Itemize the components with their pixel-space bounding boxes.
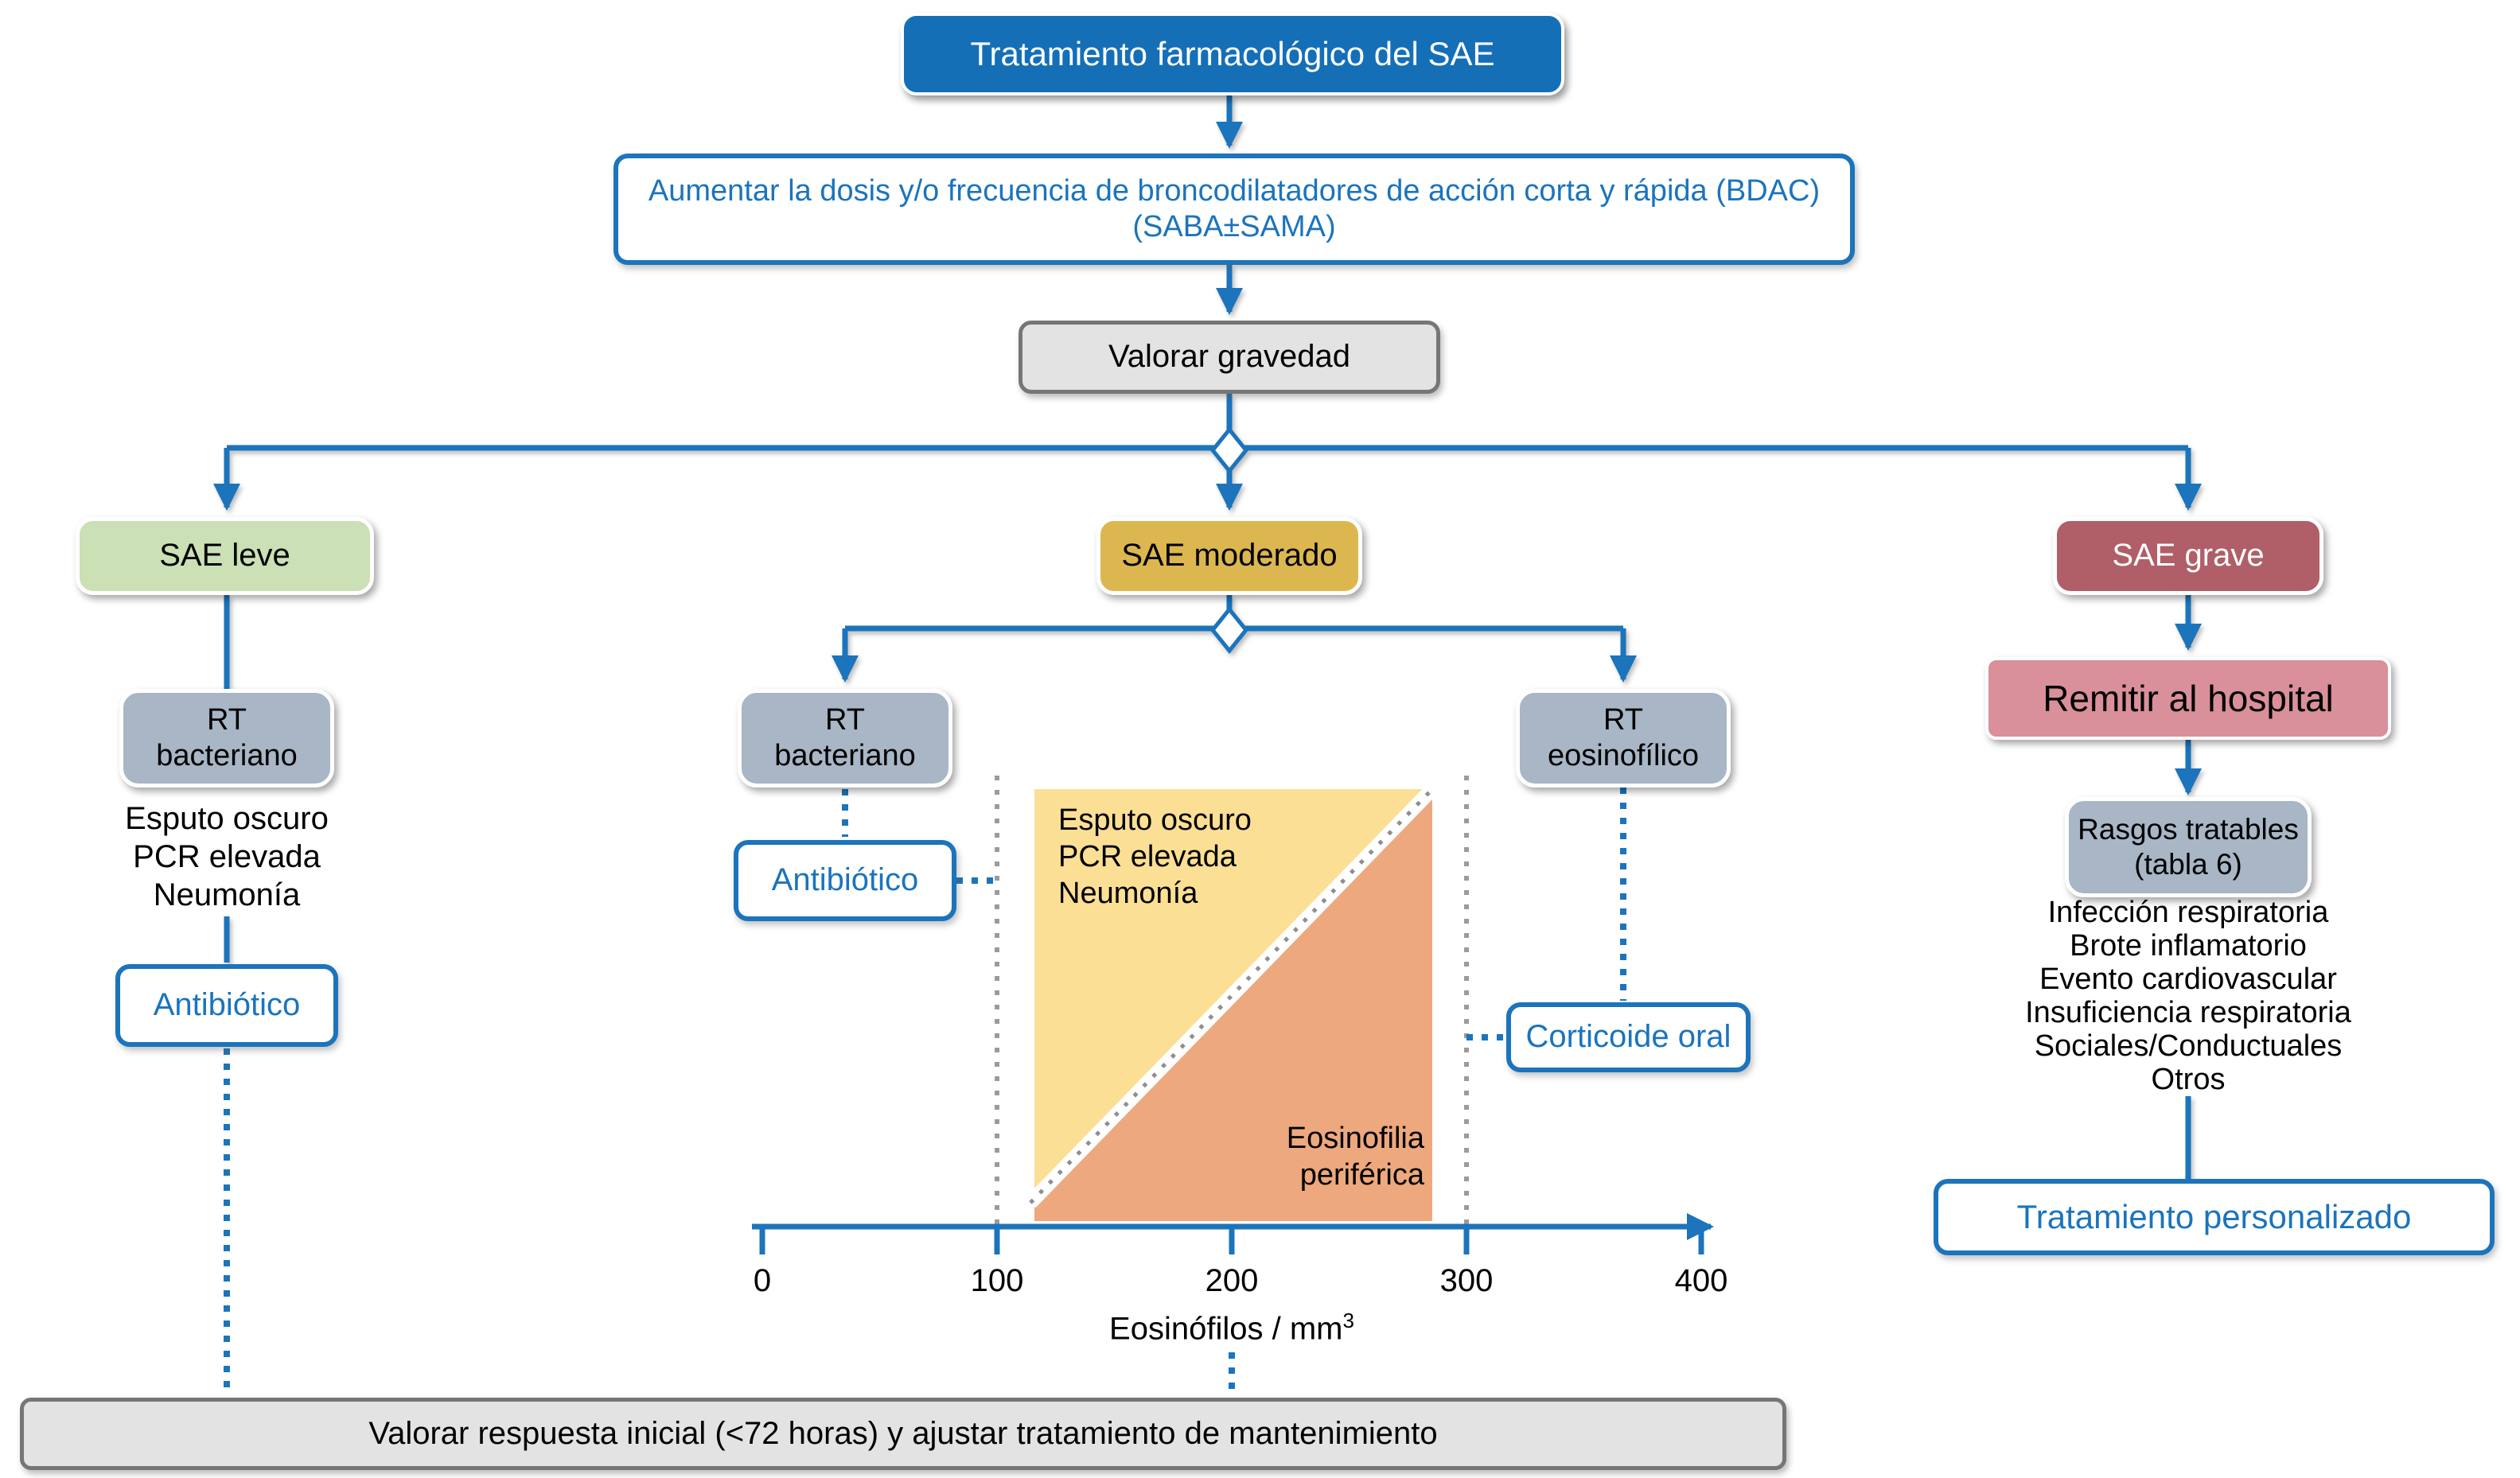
trait-item: Otros <box>2151 1063 2226 1096</box>
oral-corticosteroid-label: Corticoide oral <box>1525 1019 1731 1055</box>
axis-tick-300: 300 <box>1439 1263 1494 1298</box>
personalized-treatment-box: Tratamiento personalizado <box>1934 1179 2495 1255</box>
trait-item: Sociales/Conductuales <box>2034 1029 2343 1063</box>
sae-grave-label: SAE grave <box>2112 538 2265 574</box>
criteria-item: PCR elevada <box>133 839 321 874</box>
zone-label-line: PCR elevada <box>1058 840 1237 873</box>
antibiotic-mid-label: Antibiótico <box>771 862 919 898</box>
rt-left-line2: bacteriano <box>156 739 298 772</box>
sae-leve-box: SAE leve <box>76 517 374 595</box>
rt-left-line1: RT <box>207 703 247 737</box>
bacterial-zone-label: Esputo oscuro PCR elevada Neumonía <box>1058 802 1252 912</box>
threshold-lines <box>995 776 1469 1243</box>
axis-title: Eosinófilos / mm3 <box>1109 1309 1354 1348</box>
antibiotic-mid-box: Antibiótico <box>734 840 956 921</box>
traits-line1: Rasgos tratables <box>2078 813 2299 846</box>
page-title: Tratamiento farmacológico del SAE <box>970 35 1495 73</box>
rt-mid-line1: RT <box>825 703 865 737</box>
trait-item: Brote inflamatorio <box>2070 929 2307 963</box>
axis-tick-0: 0 <box>753 1263 772 1298</box>
rt-bacteriano-mid-box: RT bacteriano <box>738 689 952 788</box>
zone-label-line: Esputo oscuro <box>1058 803 1252 837</box>
trait-item: Insuficiencia respiratoria <box>2025 996 2351 1029</box>
axis-tick-400: 400 <box>1674 1263 1728 1298</box>
axis-title-sup: 3 <box>1342 1309 1354 1332</box>
sae-grave-box: SAE grave <box>2053 517 2323 595</box>
criteria-item: Esputo oscuro <box>125 801 329 836</box>
treatable-traits-box: Rasgos tratables (tabla 6) <box>2065 797 2312 897</box>
refer-hospital-label: Remitir al hospital <box>2043 677 2334 719</box>
solid-connectors <box>213 95 2202 1179</box>
zone-label-line: Eosinofilia <box>1286 1122 1424 1155</box>
rt-eosinofilico-box: RT eosinofílico <box>1516 689 1731 788</box>
antibiotic-left-label: Antibiótico <box>153 987 301 1023</box>
title-box: Tratamiento farmacológico del SAE <box>901 13 1564 95</box>
zone-label-line: Neumonía <box>1058 877 1198 910</box>
antibiotic-left-box: Antibiótico <box>115 964 338 1047</box>
trait-item: Evento cardiovascular <box>2039 963 2337 996</box>
zone-label-line: periférica <box>1299 1158 1424 1192</box>
rt-bacteriano-left-box: RT bacteriano <box>119 689 334 788</box>
decision-diamond <box>1209 606 1249 654</box>
traits-line2: (tabla 6) <box>2134 848 2242 881</box>
axis-title-base: Eosinófilos / mm <box>1109 1311 1343 1347</box>
axis-tick-100: 100 <box>970 1263 1024 1298</box>
treatable-traits-list: Infección respiratoria Brote inflamatori… <box>1965 896 2411 1096</box>
decision-diamond <box>1209 426 1249 474</box>
bdac-step-box: Aumentar la dosis y/o frecuencia de bron… <box>613 154 1855 265</box>
refer-hospital-box: Remitir al hospital <box>1985 657 2391 740</box>
rt-eos-line2: eosinofílico <box>1547 739 1700 772</box>
assess-severity-box: Valorar gravedad <box>1019 321 1440 394</box>
sae-moderado-box: SAE moderado <box>1096 517 1362 595</box>
left-criteria-text: Esputo oscuro PCR elevada Neumonía <box>68 799 386 914</box>
eosinophil-axis <box>752 1213 1714 1254</box>
footer-bar: Valorar respuesta inicial (<72 horas) y … <box>20 1398 1786 1470</box>
rt-eos-line1: RT <box>1603 703 1643 737</box>
eosinophilic-zone-label: Eosinofilia periférica <box>1138 1120 1424 1193</box>
bdac-step-line2: (SABA±SAMA) <box>1132 210 1336 243</box>
eosinophil-zones <box>1025 782 1439 1221</box>
oral-corticosteroid-box: Corticoide oral <box>1506 1002 1751 1072</box>
dotted-connectors <box>224 788 1626 1394</box>
footer-bar-label: Valorar respuesta inicial (<72 horas) y … <box>368 1415 1438 1451</box>
criteria-item: Neumonía <box>153 877 301 912</box>
axis-tick-200: 200 <box>1205 1263 1259 1298</box>
assess-severity-label: Valorar gravedad <box>1108 339 1350 375</box>
personalized-treatment-label: Tratamiento personalizado <box>2016 1198 2412 1236</box>
rt-mid-line2: bacteriano <box>774 739 916 772</box>
sae-leve-label: SAE leve <box>159 538 290 574</box>
bdac-step-line1: Aumentar la dosis y/o frecuencia de bron… <box>648 174 1821 208</box>
trait-item: Infección respiratoria <box>2047 896 2329 929</box>
zone-divider-dots <box>1029 786 1435 1204</box>
sae-moderado-label: SAE moderado <box>1121 538 1338 574</box>
